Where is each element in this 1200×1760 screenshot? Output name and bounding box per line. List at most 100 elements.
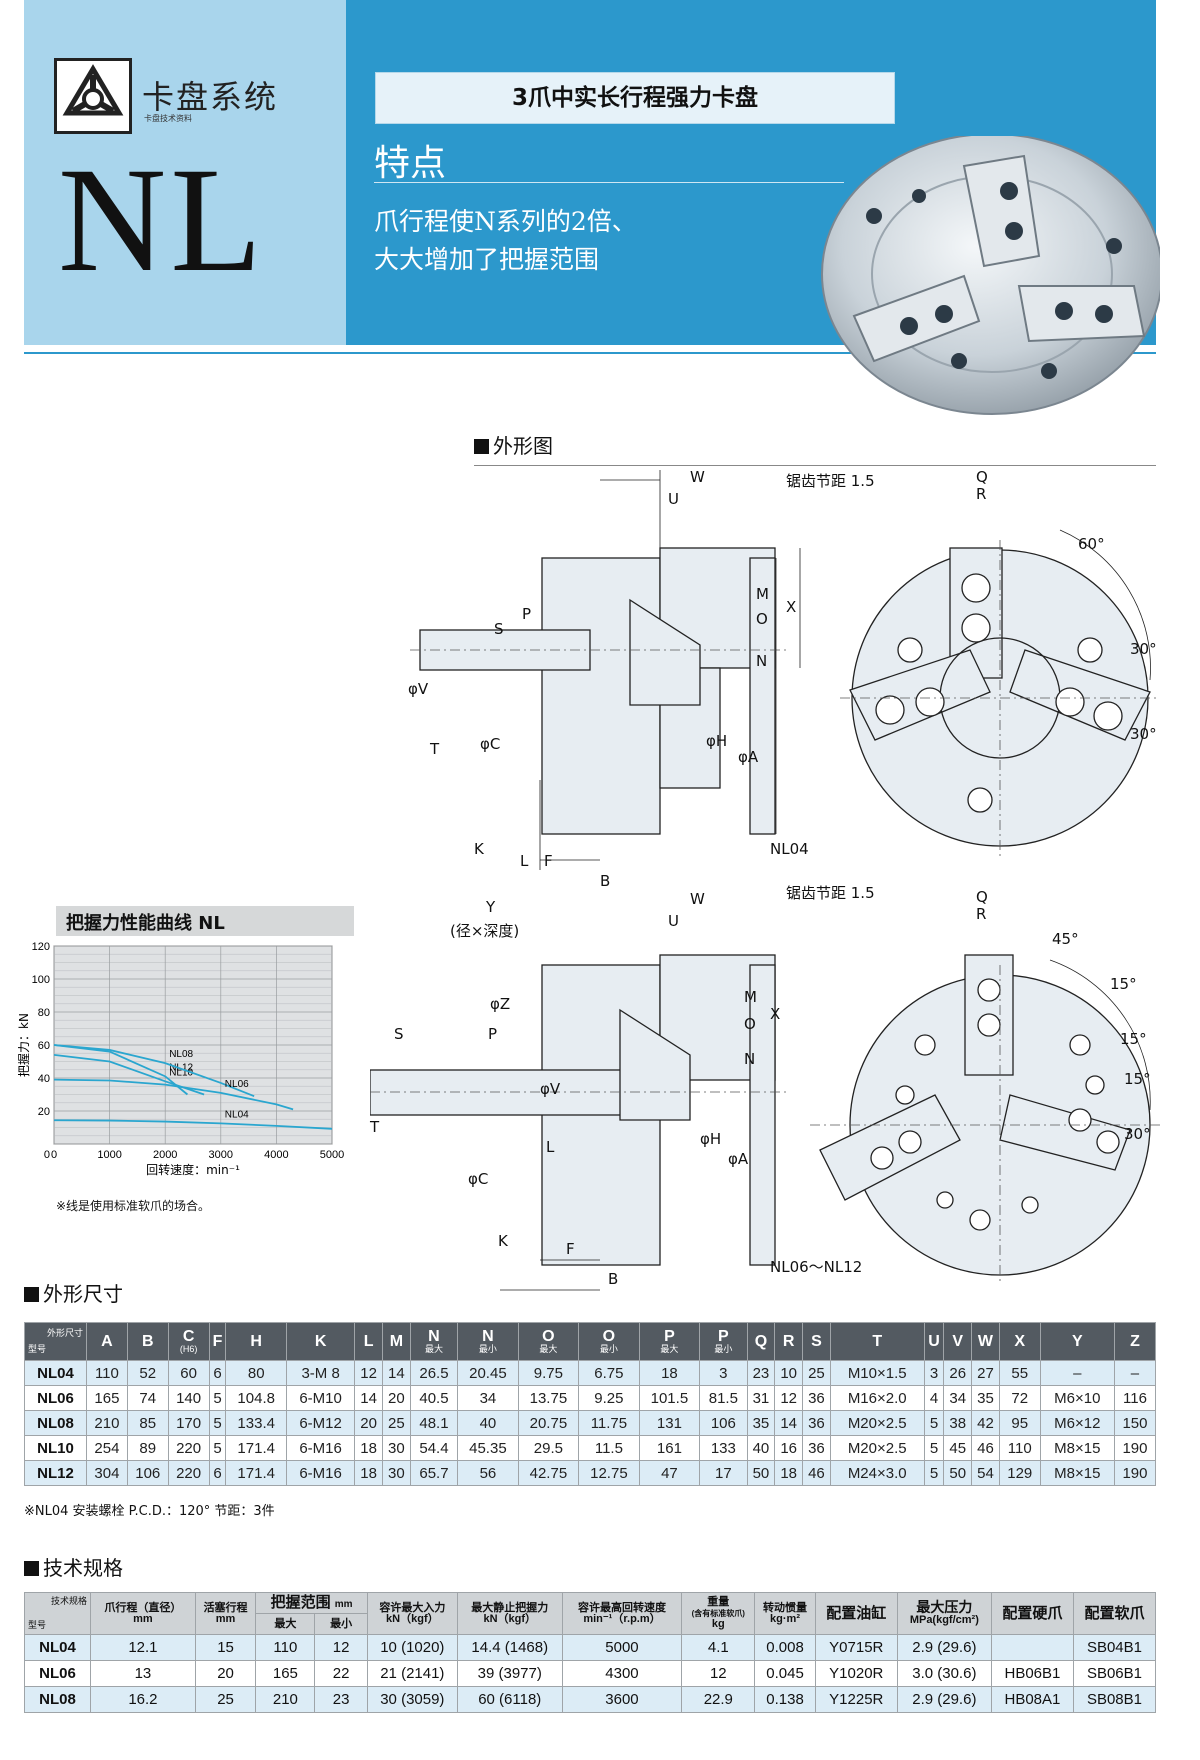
table-cell: 5 [208,1435,227,1461]
table-cell: 116 [1113,1385,1157,1411]
drawing-label-o: O [756,610,768,628]
table-cell: 9.25 [578,1385,640,1411]
specs-col-inertia-unit: kg·m² [770,1612,800,1625]
drawing-label-angle-15c: 15° [1124,1070,1151,1088]
table-cell: 35 [971,1385,1000,1411]
table-cell: 74 [126,1385,169,1411]
specs-col-stroke: 爪行程（直径）mm [90,1592,196,1635]
y-tick-label: 60 [38,1040,50,1052]
dimensions-col-sublabel: 最大 [660,1344,679,1354]
drawing-heading: 外形图 [474,430,553,459]
table-cell: 190 [1113,1460,1157,1486]
table-cell: 20 [194,1660,257,1687]
table-cell: 2.9 (29.6) [896,1686,992,1713]
model-cell: NL04 [24,1634,91,1661]
table-cell: 5000 [561,1634,683,1661]
x-tick-label: 5000 [320,1149,344,1161]
dimensions-col-6: L [354,1322,384,1361]
table-cell: 39 (3977) [456,1660,563,1687]
table-cell: 47 [638,1460,701,1486]
specs-col-grip-unit: kN（kgf） [483,1612,537,1625]
table-cell: 104.8 [225,1385,287,1411]
table-cell: 129 [998,1460,1041,1486]
dimensions-col-23: Z [1113,1322,1157,1361]
dimensions-col-sublabel: (H6) [179,1344,198,1354]
table-cell: 11.75 [578,1410,640,1436]
table-cell: 23 [746,1360,776,1386]
table-cell: 26.5 [409,1360,459,1386]
table-cell: 4300 [561,1660,683,1687]
table-cell: 20 [382,1385,411,1411]
drawing-label-x: X [786,598,797,616]
specs-col-speed-unit: min⁻¹（r.p.m） [583,1612,661,1625]
table-cell: M20×2.5 [829,1435,925,1461]
table-cell: 20.45 [457,1360,519,1386]
y-tick-label: 40 [38,1073,50,1085]
dimensions-col-20: W [971,1322,1000,1361]
table-cell: 34 [943,1385,973,1411]
specs-col-piston-label: 活塞行程 [203,1601,248,1614]
table-cell: 40 [746,1435,776,1461]
specs-col-input-unit: kN（kgf） [386,1612,439,1625]
drawing-label-u-2: U [668,912,679,930]
drawing-label-serration-2: 锯齿节距 1.5 [786,884,875,902]
table-cell: Y1020R [814,1660,898,1687]
table-cell: 46 [802,1460,831,1486]
table-cell: 40.5 [409,1385,459,1411]
drawing-label-serration: 锯齿节距 1.5 [786,472,875,490]
dimensions-col-label: X [1014,1333,1026,1350]
x-tick-label: 2000 [153,1149,177,1161]
table-cell: 20.75 [517,1410,580,1436]
table-cell: 27 [971,1360,1000,1386]
table-cell: SB08B1 [1072,1686,1157,1713]
table-cell: 13 [90,1660,196,1687]
table-cell: 4.1 [681,1634,756,1661]
table-cell: Y1225R [814,1686,898,1713]
table-cell: 56 [457,1460,519,1486]
table-cell: SB06B1 [1072,1660,1157,1687]
table-cell: 210 [255,1686,316,1713]
table-cell: M8×15 [1039,1460,1115,1486]
drawing-label-t-2: T [370,1118,380,1136]
dimensions-col-label: Y [1071,1333,1083,1350]
table-cell: 6-M12 [285,1410,356,1436]
specs-col-weight-label: 重量 [707,1596,730,1608]
dimensions-col-17: T [829,1322,925,1361]
drawing-label-phi-v-2: φV [540,1080,561,1098]
table-cell: 190 [1113,1435,1157,1461]
dimensions-col-label: L [363,1333,374,1350]
drawing-label-w-2: W [690,890,705,908]
drawing-label-m-2: M [744,988,757,1006]
drawing-label-angle-30b: 30° [1130,725,1157,743]
table-cell: 42.75 [517,1460,580,1486]
drawing-label-model-bottom: NL06～NL12 [770,1258,863,1276]
table-cell: 72 [998,1385,1041,1411]
feature-line-1: 爪行程使N系列的2倍、 [374,207,637,236]
specs-col-soft: 配置软爪 [1072,1592,1157,1635]
table-cell: 45 [943,1435,973,1461]
drawing-label-f: F [544,852,553,870]
drawing-label-angle-30a: 30° [1130,640,1157,658]
dimensions-col-14: Q [746,1322,776,1361]
table-cell: HB08A1 [990,1686,1074,1713]
table-cell: 30 [382,1435,411,1461]
drawing-label-phi-a: φA [738,748,759,766]
table-cell: 34 [457,1385,519,1411]
table-cell: 4 [923,1385,945,1411]
table-cell: 12 [774,1385,804,1411]
table-cell: 220 [167,1435,210,1461]
table-cell: 0.008 [754,1634,816,1661]
specs-col-range: 把握范围 mm [255,1592,368,1614]
table-cell: M20×2.5 [829,1410,925,1436]
dimensions-col-label: S [811,1333,822,1350]
series-line-nl08 [53,1044,255,1097]
model-cell: NL12 [24,1460,87,1486]
table-cell: 25 [382,1410,411,1436]
table-cell: 23 [314,1686,368,1713]
series-line-nl06 [53,1078,294,1111]
